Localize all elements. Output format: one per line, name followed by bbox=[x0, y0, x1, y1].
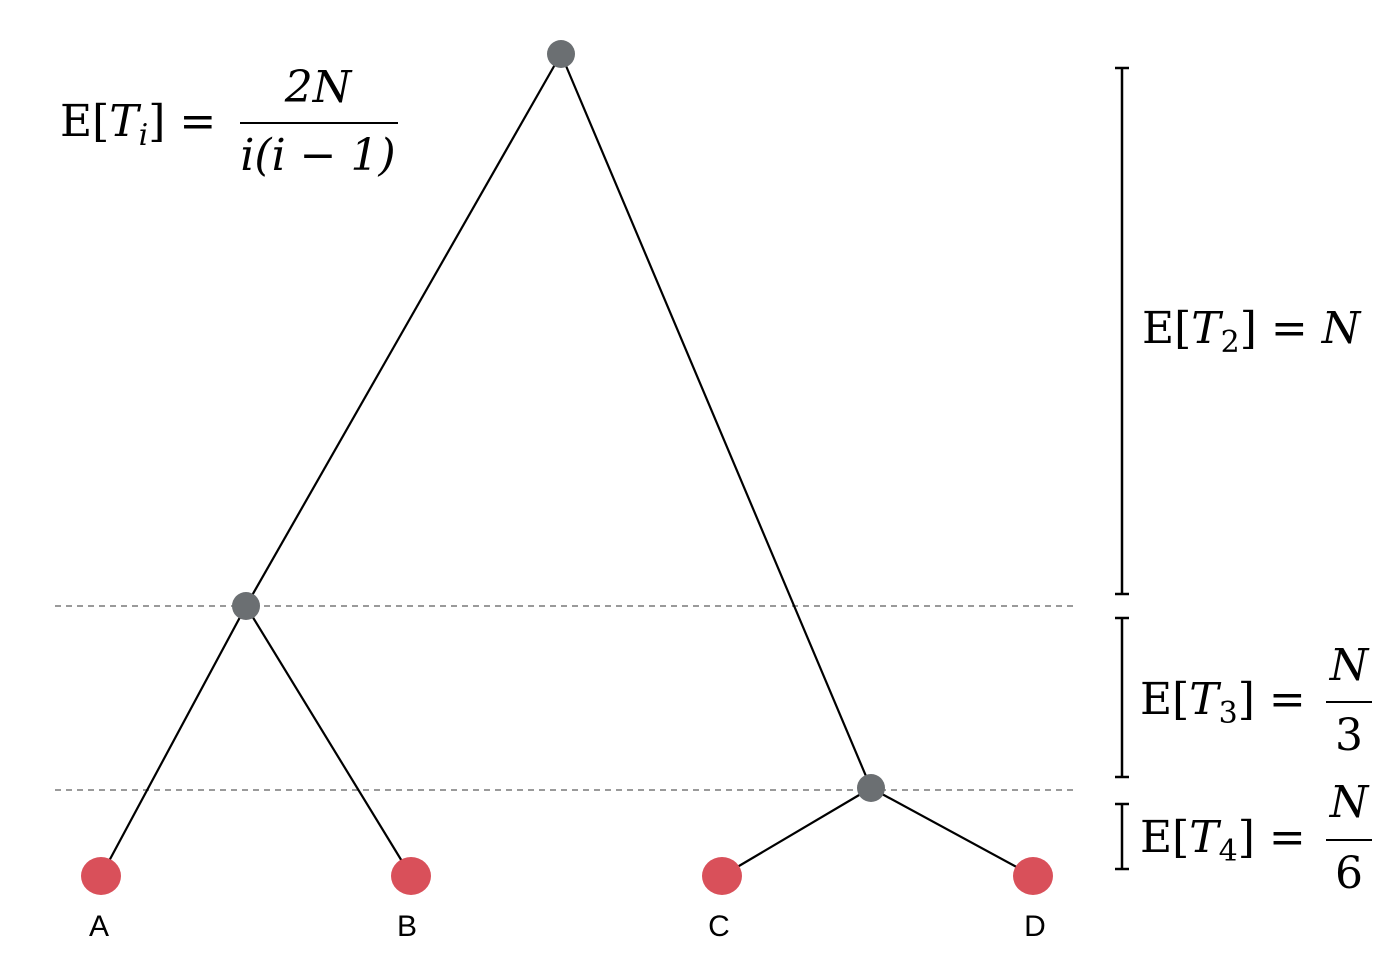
svg-text:E[T4] =: E[T4] = bbox=[1140, 812, 1306, 869]
leaf-node-c bbox=[702, 857, 742, 895]
svg-text:E[T3] =: E[T3] = bbox=[1140, 674, 1306, 731]
formula-t3-close: ] = bbox=[1238, 674, 1306, 725]
leaf-node-d bbox=[1013, 857, 1053, 895]
leaf-node-b bbox=[391, 857, 431, 895]
formula-t3-t: T bbox=[1189, 674, 1222, 725]
internal-node-cd bbox=[857, 774, 885, 802]
formula-t2: E[T2] = N bbox=[1142, 303, 1362, 360]
internal-node-root bbox=[547, 40, 575, 68]
formula-t2-close: ] = bbox=[1240, 303, 1308, 354]
internal-node-ab bbox=[232, 592, 260, 620]
formula-t2-t: T bbox=[1191, 303, 1224, 354]
leaf-label-c: C bbox=[708, 910, 730, 943]
formula-general-denominator: i(i − 1) bbox=[240, 130, 395, 181]
formula-general-t: T bbox=[109, 96, 142, 147]
branch-root-cd bbox=[559, 53, 873, 789]
formula-general-sub: i bbox=[139, 118, 149, 153]
formula-t4-sub: 4 bbox=[1219, 834, 1238, 869]
bracket-t3 bbox=[1115, 616, 1129, 779]
leaf-label-d: D bbox=[1024, 910, 1046, 943]
svg-text:E[Ti] =: E[Ti] = bbox=[60, 96, 216, 153]
formula-t4-close: ] = bbox=[1238, 812, 1306, 863]
formula-t3: E[T3] = N 3 bbox=[1140, 640, 1372, 761]
formula-t3-sub: 3 bbox=[1219, 696, 1238, 731]
formula-t4-denominator: 6 bbox=[1335, 848, 1363, 899]
formula-t2-e: E[ bbox=[1142, 303, 1191, 354]
bracket-t2 bbox=[1115, 66, 1129, 596]
branch-cd-c bbox=[721, 787, 872, 877]
bracket-t4 bbox=[1115, 802, 1129, 871]
leaf-label-b: B bbox=[397, 910, 417, 943]
formula-t4-numerator: N bbox=[1329, 777, 1370, 828]
formula-t4-t: T bbox=[1189, 812, 1222, 863]
branch-cd-d bbox=[870, 787, 1034, 877]
formula-general: E[Ti] = 2N i(i − 1) bbox=[60, 62, 398, 181]
formula-general-e: E[ bbox=[60, 96, 109, 147]
formula-t2-sub: 2 bbox=[1221, 325, 1240, 360]
branch-root-ab bbox=[245, 53, 562, 607]
svg-text:E[T2] = N: E[T2] = N bbox=[1142, 303, 1362, 360]
formula-t3-numerator: N bbox=[1329, 640, 1370, 691]
formula-t3-e: E[ bbox=[1140, 674, 1189, 725]
leaf-node-a bbox=[81, 857, 121, 895]
formula-t4: E[T4] = N 6 bbox=[1140, 777, 1372, 899]
formula-t4-e: E[ bbox=[1140, 812, 1189, 863]
branch-ab-a bbox=[100, 605, 247, 877]
formula-general-close: ] = bbox=[148, 96, 216, 147]
branch-ab-b bbox=[245, 605, 412, 877]
formula-t3-denominator: 3 bbox=[1335, 710, 1363, 761]
formula-t2-rhs: N bbox=[1321, 303, 1362, 354]
formula-general-numerator: 2N bbox=[284, 62, 353, 113]
leaf-label-a: A bbox=[89, 910, 109, 943]
